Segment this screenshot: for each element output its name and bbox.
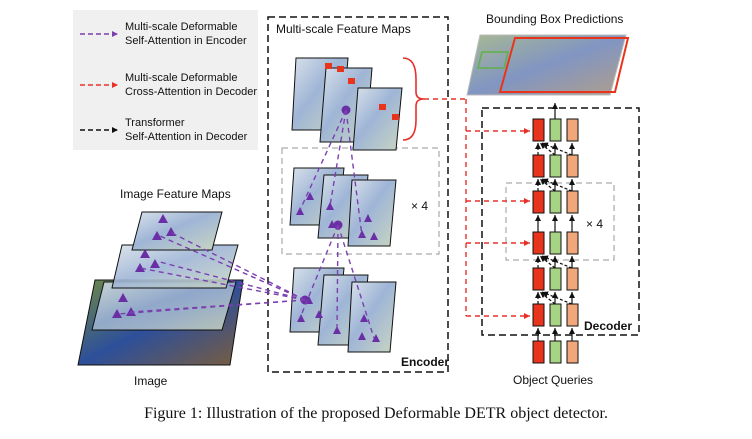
token-red: [532, 118, 545, 142]
token-green: [549, 303, 562, 327]
token-red: [532, 154, 545, 178]
encoder-input-stack: [289, 267, 397, 353]
mid-sampling-points: [296, 192, 378, 240]
feature-map-level-3: [131, 211, 223, 251]
bounding-box-predictions-label: Bounding Box Predictions: [486, 12, 623, 26]
decoder-border: [481, 107, 640, 336]
token-orange: [566, 118, 579, 142]
multiscale-feature-maps-label: Multi-scale Feature Maps: [276, 22, 411, 36]
output-points: [325, 63, 399, 120]
decoder-flow-arrows: [535, 103, 575, 341]
token-green: [549, 154, 562, 178]
encoder-attention-lines: [117, 109, 375, 339]
token-green: [549, 267, 562, 291]
token-green: [549, 231, 562, 255]
prediction-image: [466, 34, 627, 96]
encoder-border: [267, 16, 449, 373]
image-feature-maps-label: Image Feature Maps: [120, 187, 231, 201]
prediction-box-green: [477, 51, 509, 69]
prediction-box-red: [498, 37, 630, 93]
feature-map-level-1: [91, 281, 237, 331]
encoder-label: Encoder: [401, 355, 449, 369]
token-green: [549, 118, 562, 142]
token-red: [532, 231, 545, 255]
decoder-repeat-label: × 4: [586, 217, 603, 231]
encoder-middle-stack: [289, 167, 397, 247]
token-red: [532, 303, 545, 327]
query-token-green: [549, 340, 562, 364]
token-red: [532, 267, 545, 291]
cross-attention-lines: [424, 98, 530, 319]
query-token-orange: [566, 340, 579, 364]
legend-background: [73, 10, 258, 150]
encoder-repeat-label: × 4: [411, 199, 428, 213]
image-label: Image: [134, 374, 168, 388]
self-attention-arrows: [535, 142, 573, 305]
mid-map-3: [347, 179, 397, 247]
token-orange: [566, 154, 579, 178]
encoder-output-stack: [291, 57, 403, 151]
image-feature-maps: Image Feature Maps Image: [77, 187, 244, 388]
token-orange: [566, 267, 579, 291]
token-orange: [566, 303, 579, 327]
token-red: [532, 190, 545, 214]
decoder-tokens: [532, 118, 579, 364]
bounding-box-predictions: Bounding Box Predictions: [466, 12, 630, 96]
decoder-repeat-box: [505, 182, 615, 261]
feature-map-level-2: [111, 244, 239, 289]
figure-caption: Figure 1: Illustration of the proposed D…: [144, 405, 608, 422]
object-queries-label: Object Queries: [513, 373, 593, 387]
query-token-red: [532, 340, 545, 364]
encoder-output-bracket: [402, 57, 425, 141]
token-green: [549, 190, 562, 214]
encoder-block: Multi-scale Feature Maps Encoder × 4: [117, 16, 449, 373]
encoder-repeat-box: [281, 147, 440, 255]
output-map-3: [352, 87, 403, 151]
token-orange: [566, 190, 579, 214]
in-map-3: [347, 281, 397, 353]
decoder-label: Decoder: [584, 319, 632, 333]
decoder-block: × 4 Decoder: [424, 98, 640, 387]
token-orange: [566, 231, 579, 255]
